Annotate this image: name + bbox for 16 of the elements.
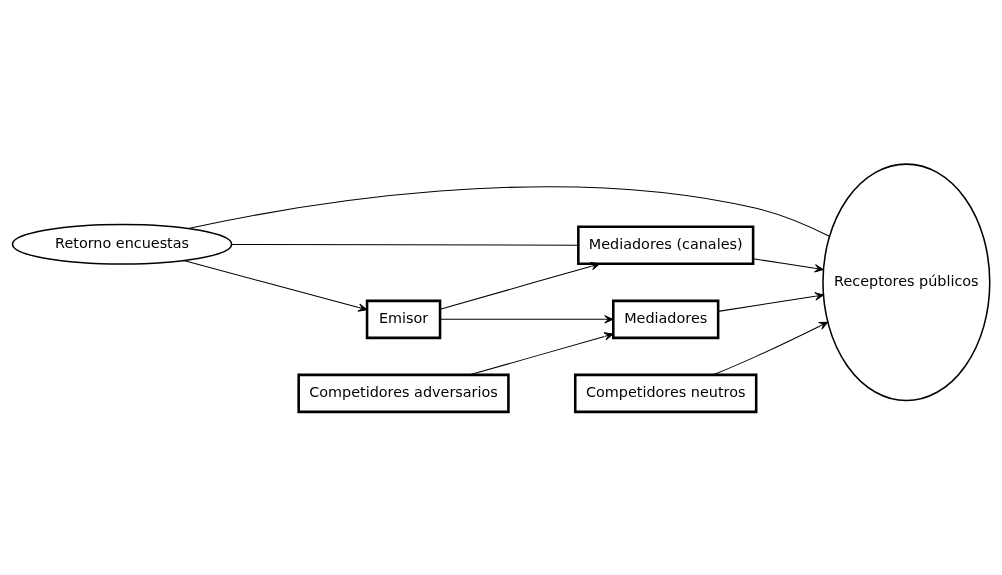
node-box: Emisor	[365, 299, 442, 339]
arrow	[439, 261, 600, 310]
arrow	[469, 331, 614, 375]
node-ellipse: Retorno encuestas	[11, 223, 233, 265]
node-box: Mediadores (canales)	[577, 225, 755, 265]
connector	[231, 243, 579, 246]
arrow	[717, 291, 824, 312]
node-box: Competidores adversarios	[297, 373, 510, 413]
arrow	[183, 259, 368, 312]
node-box: Competidores neutros	[573, 373, 758, 413]
connector	[187, 185, 830, 237]
arrow	[712, 321, 829, 375]
node-box: Mediadores	[612, 299, 720, 339]
arrow	[439, 314, 614, 324]
node-ellipse: Receptores públicos	[822, 162, 991, 401]
arrow	[752, 257, 824, 272]
